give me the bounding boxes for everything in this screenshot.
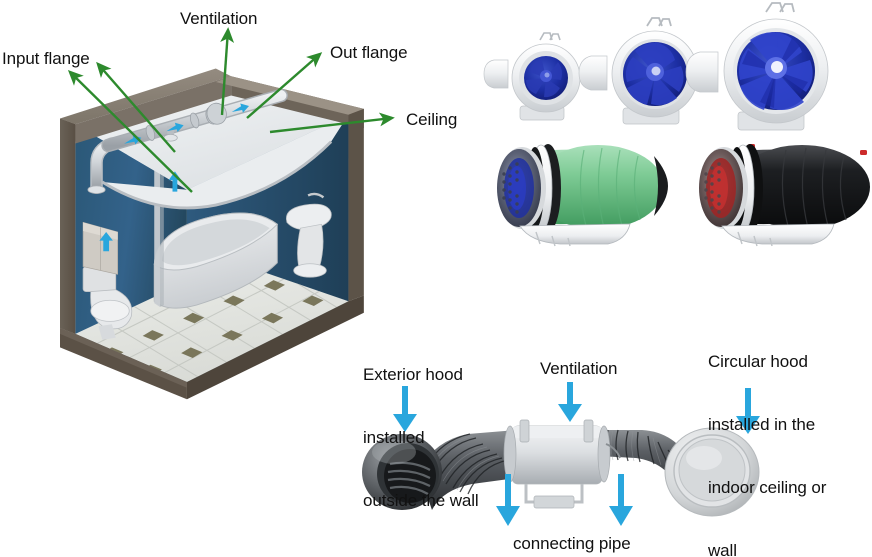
inline-fan-housing	[503, 419, 621, 509]
fan-gallery-top-row	[483, 2, 829, 131]
arrow-circular-hood	[736, 388, 760, 434]
room-airflow-arrows	[99, 171, 182, 252]
fan-gallery-bottom-row	[497, 144, 870, 247]
label-ventilation-duct: Ventilation	[540, 359, 618, 378]
room-wall-tops	[60, 68, 364, 400]
arrow-ventilation-duct	[558, 382, 582, 422]
label-out-flange: Out flange	[330, 43, 408, 62]
label-connecting-pipe: connecting pipe	[513, 534, 631, 553]
label-ventilation-top: Ventilation	[180, 9, 258, 28]
exterior-hood	[362, 434, 442, 510]
arrow-ceiling	[269, 112, 395, 134]
arrow-connecting-pipe-left	[496, 474, 520, 526]
blue-down-arrows	[393, 382, 760, 526]
fan-medium	[578, 17, 699, 125]
label-exterior-hood-line-3: outside the wall	[363, 491, 479, 510]
label-exterior-hood-line-2: installed	[363, 428, 425, 447]
label-exterior-hood: Exterior hood installed outside the wall	[363, 322, 479, 553]
arrow-connecting-pipe-right	[609, 474, 633, 526]
fan-large	[685, 2, 829, 131]
bathtub	[153, 212, 279, 309]
arrow-ventilation	[220, 27, 235, 116]
label-circular-hood: Circular hood installed in the indoor ce…	[708, 309, 826, 557]
flex-duct-right	[598, 429, 692, 490]
arrow-exterior-hood	[393, 386, 417, 432]
label-circular-hood-line-2: installed in the	[708, 415, 816, 434]
label-exterior-hood-line-1: Exterior hood	[363, 365, 463, 384]
wall-cabinet	[82, 221, 119, 275]
label-circular-hood-line-1: Circular hood	[708, 352, 808, 371]
arrow-out-flange	[246, 52, 323, 119]
bathroom-ventilation-diagram	[60, 68, 364, 400]
pipe-airflow-arrows	[124, 103, 250, 145]
fan-green-silent	[497, 144, 668, 247]
label-ceiling: Ceiling	[406, 110, 458, 129]
toilet	[82, 266, 133, 340]
label-input-flange: Input flange	[2, 49, 90, 68]
fan-small	[483, 32, 581, 121]
duct-callout-arrows	[393, 382, 760, 526]
arrow-input-flange-2	[96, 61, 176, 153]
bathroom-callout-arrows	[67, 27, 395, 193]
duct-assembly-diagram	[362, 419, 760, 517]
pedestal-sink	[285, 192, 332, 278]
arrow-input-flange	[67, 69, 193, 193]
fan-black-silent	[699, 144, 870, 247]
label-circular-hood-line-3: indoor ceiling or	[708, 478, 827, 497]
circular-hood	[664, 427, 760, 517]
label-circular-hood-line-4: wall	[708, 541, 737, 557]
